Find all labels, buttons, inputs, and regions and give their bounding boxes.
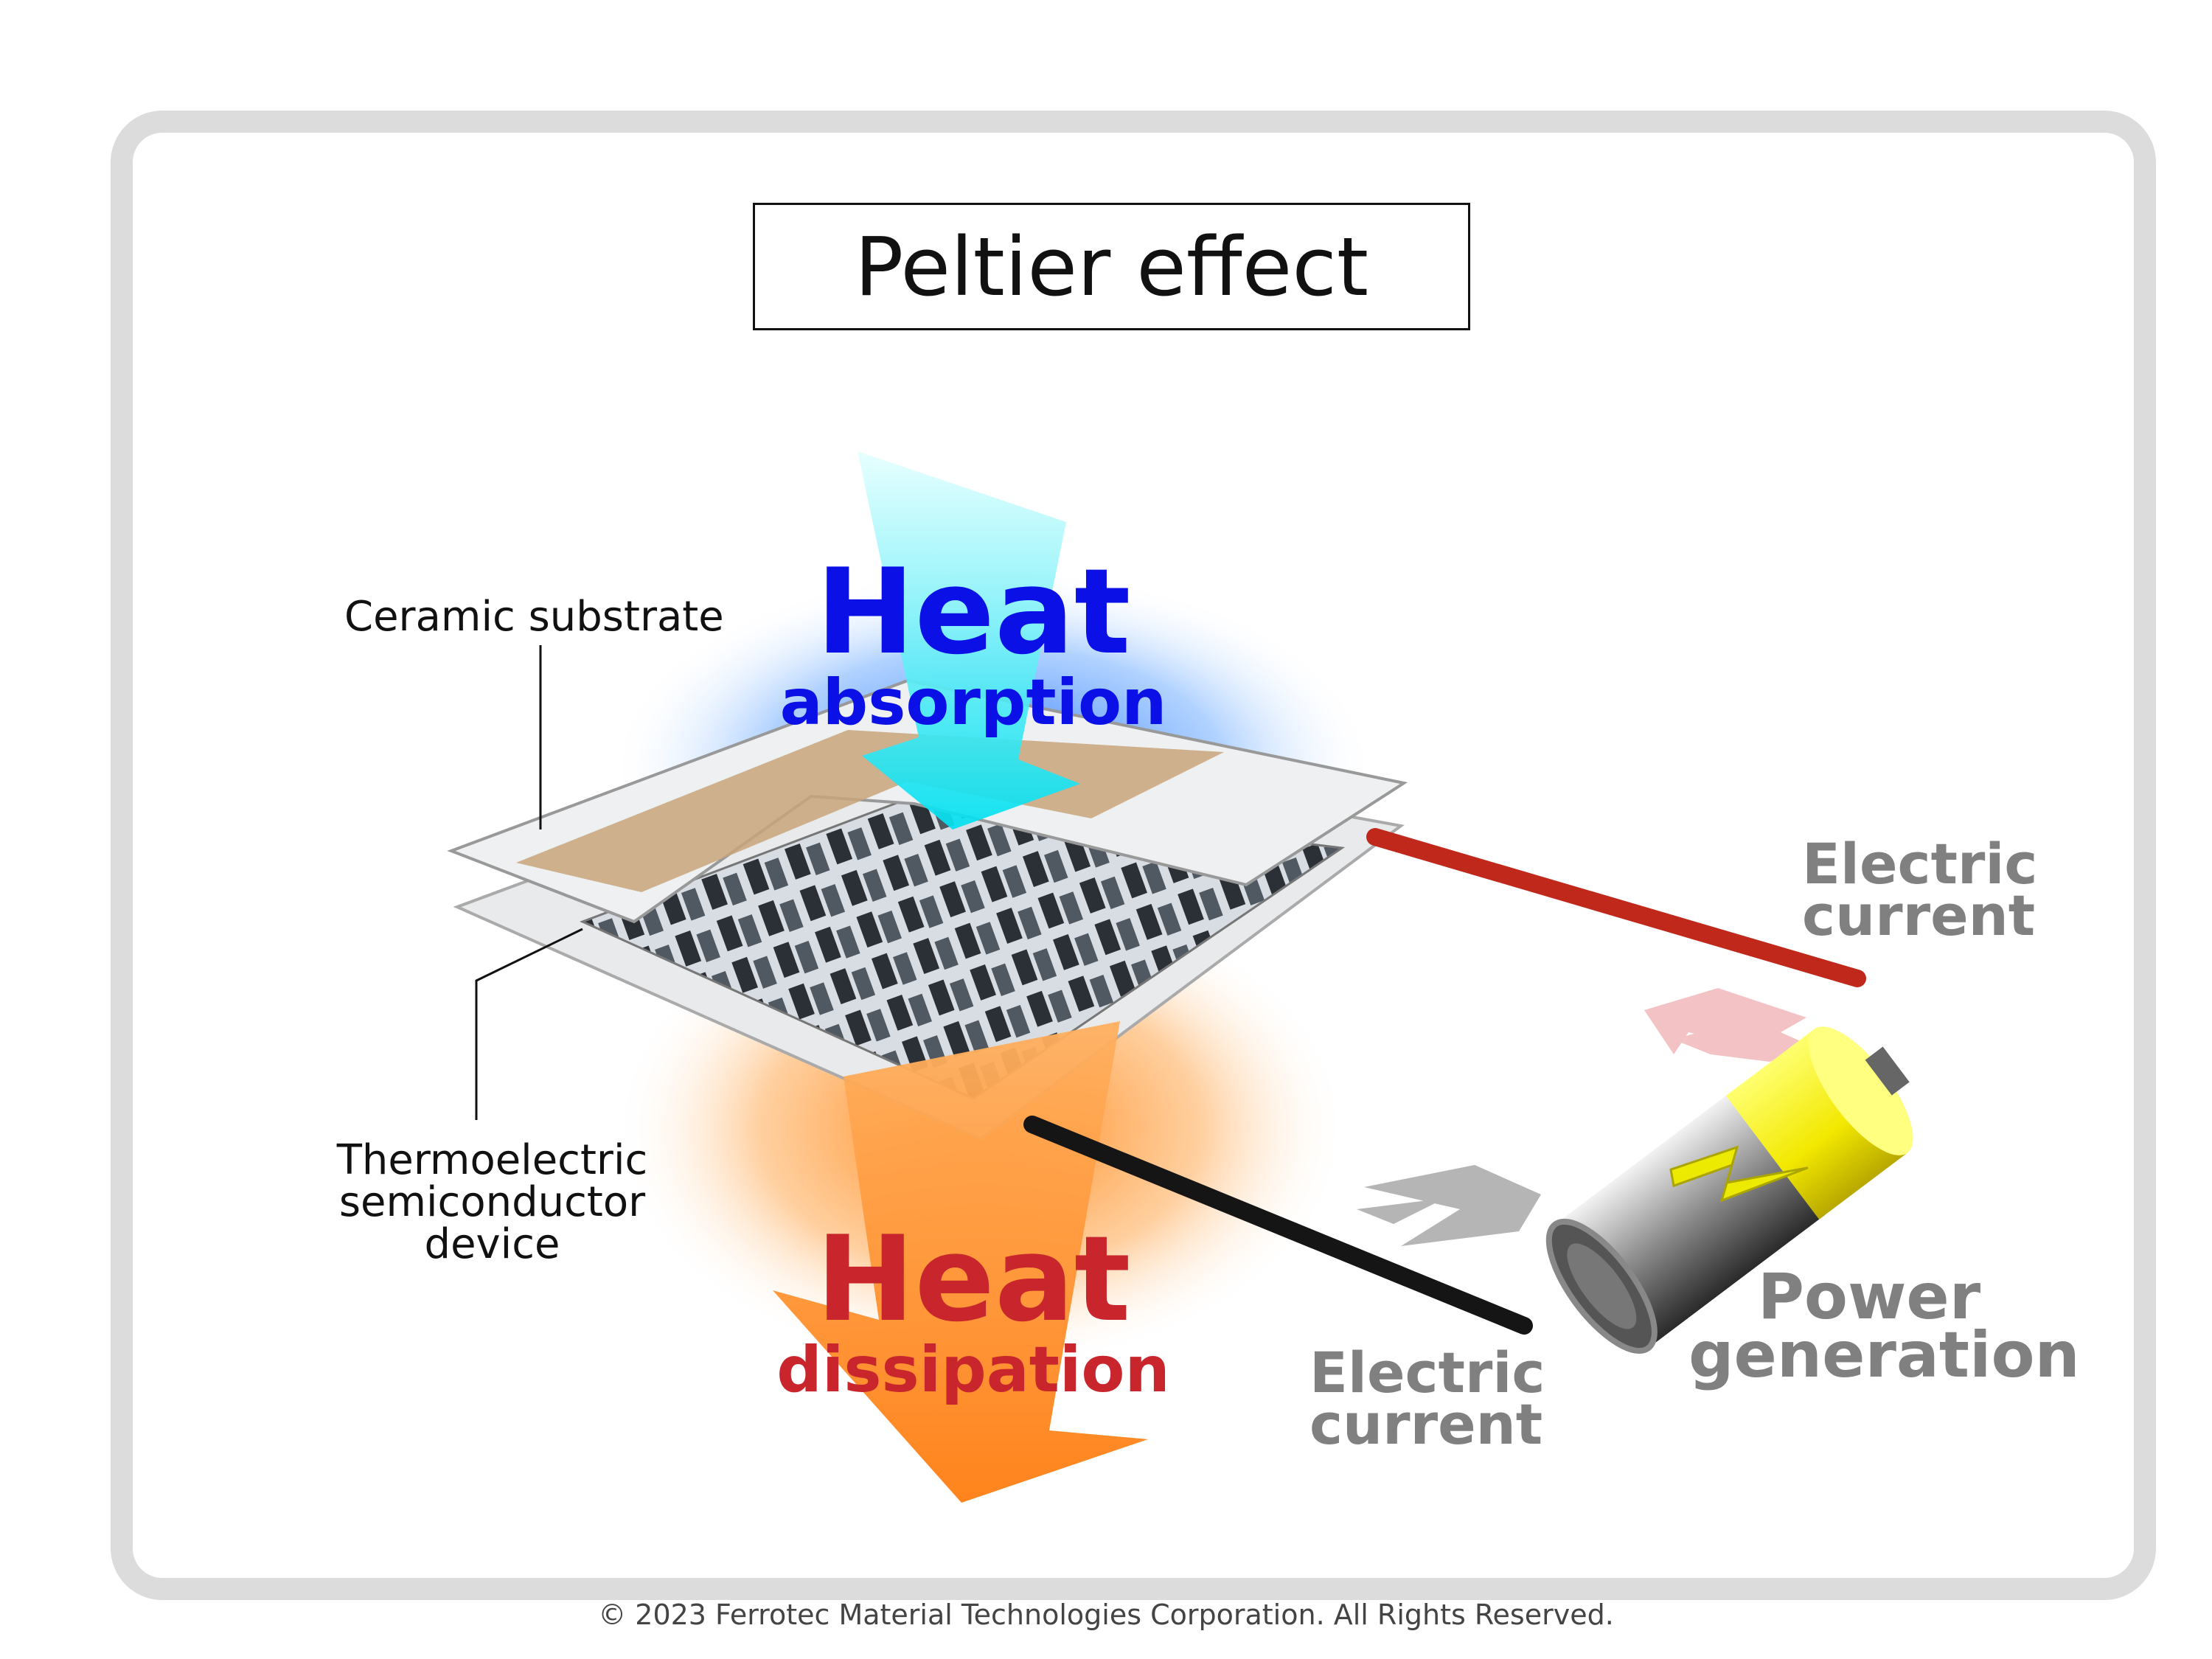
lightning-icon — [1669, 1145, 1809, 1203]
current-bottom-line2: current — [1310, 1391, 1543, 1457]
heat-dissipation-line2: dissipation — [776, 1333, 1170, 1407]
thermo-label-line3: device — [424, 1220, 560, 1269]
thermoelectric-device-label: Thermoelectric semiconductor device — [317, 1139, 667, 1265]
diagram-title: Peltier effect — [753, 203, 1470, 330]
thermo-label-line2: semiconductor — [338, 1178, 646, 1227]
heat-absorption-line1: Heat — [815, 543, 1131, 681]
heat-absorption-line2: absorption — [779, 666, 1167, 740]
copper-pad — [516, 730, 1224, 892]
heat-dissipation-line1: Heat — [815, 1210, 1131, 1348]
electric-current-label-bottom: Electric current — [1310, 1340, 1545, 1457]
semiconductor-array — [580, 795, 1346, 1100]
thermo-label-line1: Thermoelectric — [336, 1136, 648, 1184]
current-top-line2: current — [1802, 882, 2036, 948]
ceramic-substrate-label: Ceramic substrate — [344, 593, 724, 641]
power-line2: generation — [1688, 1318, 2080, 1393]
current-arrow-pink — [1644, 988, 1814, 1062]
electric-current-label-top: Electric current — [1802, 831, 2038, 948]
current-top-line1: Electric — [1802, 831, 2038, 897]
thermo-leader-line — [475, 928, 583, 1120]
copyright-notice: © 2023 Ferrotec Material Technologies Co… — [598, 1599, 1614, 1631]
heat-dissipation-label: Heat dissipation — [767, 1220, 1180, 1402]
heat-absorption-label: Heat absorption — [767, 543, 1180, 740]
red-wire — [1366, 828, 1866, 987]
current-arrow-gray — [1357, 1165, 1541, 1246]
black-wire — [1023, 1116, 1533, 1335]
current-bottom-line1: Electric — [1310, 1340, 1545, 1405]
diagram-frame — [111, 111, 2156, 1600]
heat-absorption-arrow — [858, 451, 1080, 830]
power-generation-label: Power generation — [1688, 1260, 2080, 1393]
power-line1: Power — [1757, 1260, 1981, 1334]
battery-icon — [1545, 1026, 1913, 1354]
